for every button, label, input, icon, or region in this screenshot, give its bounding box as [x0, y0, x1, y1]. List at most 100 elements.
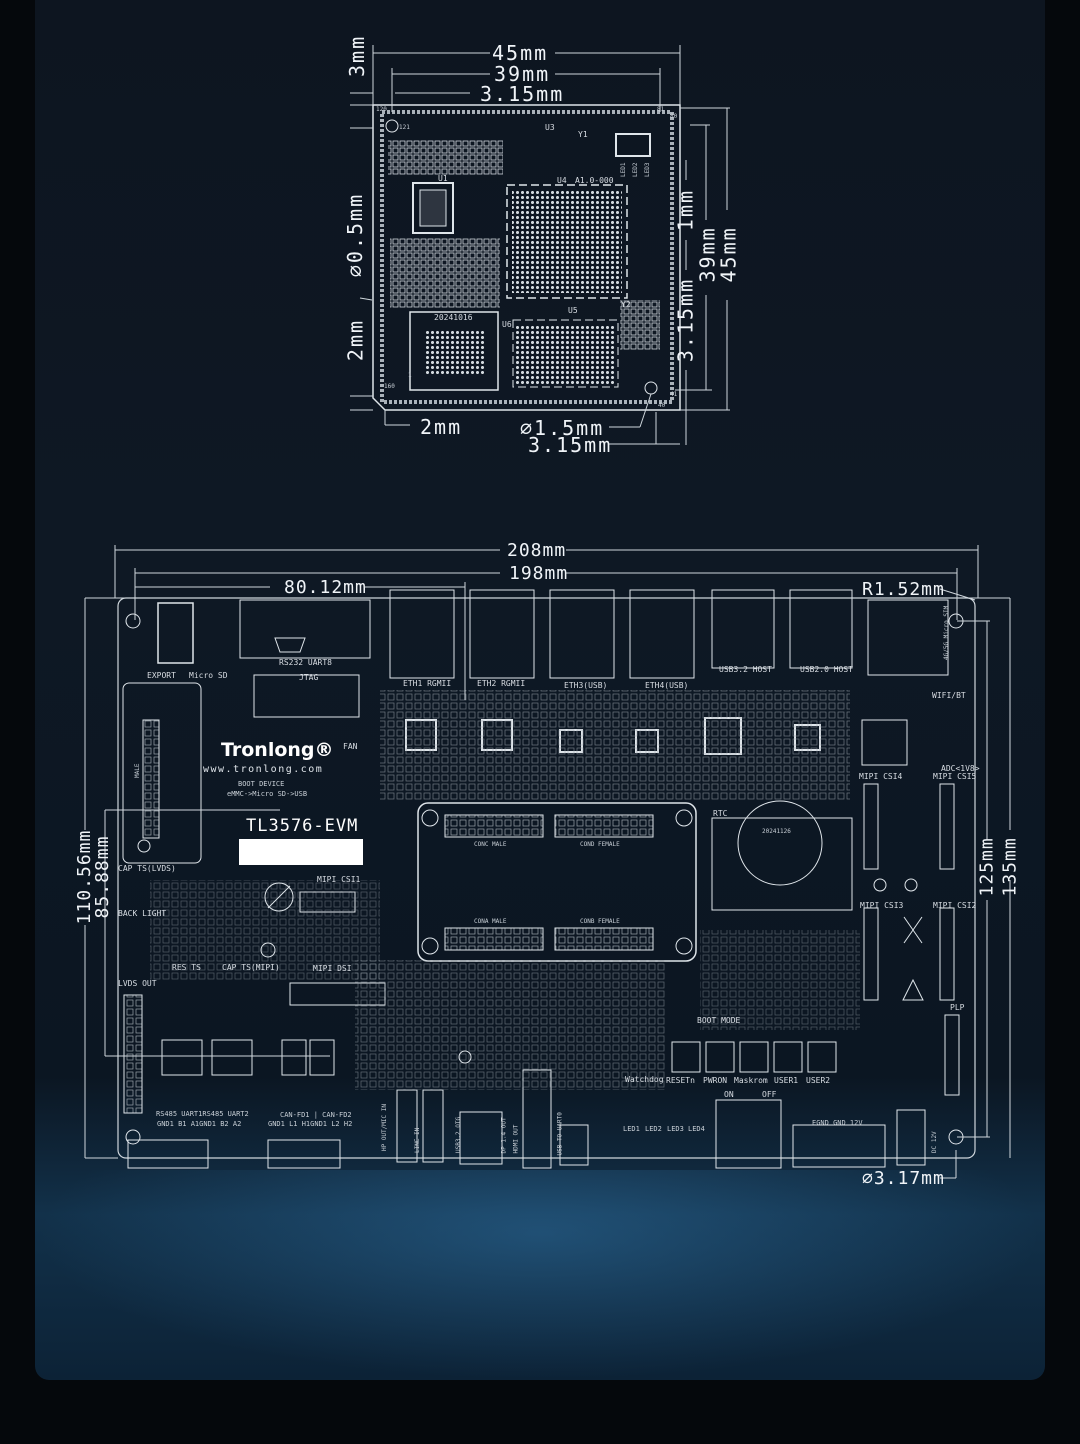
- pin-121: 121: [399, 124, 410, 131]
- label-mipi-csi2: MIPI CSI2: [933, 901, 977, 910]
- label-eth1: ETH1 RGMII: [403, 679, 452, 688]
- dim-3-15mm-top: 3.15mm: [480, 82, 565, 106]
- pin-41: 41: [670, 391, 678, 398]
- label-u3: U3: [545, 123, 555, 132]
- label-can-pins: GND1 L1 H1GND1 L2 H2: [268, 1120, 353, 1128]
- label-pwron-button[interactable]: PWRON: [703, 1076, 728, 1085]
- label-dp: DP 1.4 OUT: [500, 1117, 508, 1154]
- label-usb20-host: USB2.0 HOST: [800, 665, 853, 674]
- label-u6: U6: [502, 320, 512, 329]
- label-mipi-dsi: MIPI DSI: [313, 964, 352, 973]
- label-jtag: JTAG: [299, 673, 319, 682]
- label-back-light: BACK LIGHT: [118, 909, 167, 918]
- label-can: CAN-FD1 | CAN-FD2: [280, 1111, 352, 1119]
- brand-url: www.tronlong.com: [203, 764, 324, 775]
- pin-40: 40: [658, 402, 666, 409]
- dim-80-12mm: 80.12mm: [284, 577, 367, 598]
- dim-3mm: 3mm: [345, 34, 369, 77]
- label-y1: Y1: [578, 130, 588, 139]
- label-conb-female: CONB FEMALE: [580, 918, 620, 925]
- label-cond-female: COND FEMALE: [580, 841, 620, 848]
- pin-1: 1: [408, 372, 412, 379]
- dim-2mm-left: 2mm: [343, 318, 368, 362]
- label-adc: ADC<1V8>: [941, 764, 980, 773]
- label-power-terminal: EGND GND 12V: [812, 1119, 863, 1127]
- dim-135mm: 135mm: [999, 837, 1021, 897]
- label-version: A1.0-000: [575, 176, 614, 185]
- model-name: TL3576-EVM: [246, 816, 359, 836]
- label-led1: LED1: [620, 162, 627, 177]
- dim-125mm: 125mm: [976, 837, 998, 897]
- label-mipi-csi3: MIPI CSI3: [860, 901, 904, 910]
- label-usb32-host: USB3.2 HOST: [719, 665, 772, 674]
- label-led2: LED2: [632, 162, 639, 177]
- label-sim: 4G/5G Micro SIM: [943, 605, 950, 660]
- label-y2: Y2: [621, 300, 631, 309]
- label-watchdog: Watchdog: [625, 1075, 664, 1084]
- brand-logo: Tronlong®: [221, 739, 334, 761]
- label-u4: U4: [557, 176, 567, 185]
- label-boot-mode: BOOT MODE: [697, 1016, 741, 1025]
- boot-device-label: BOOT DEVICE: [238, 780, 285, 788]
- som-module-board: [372, 104, 681, 411]
- background-glow: [35, 1170, 1045, 1380]
- dim-r1-52mm: R1.52mm: [862, 579, 945, 600]
- label-switch-on: ON: [724, 1090, 734, 1099]
- pin-80: 80: [670, 113, 678, 120]
- dim-45mm-vertical: 45mm: [716, 226, 741, 283]
- dim-hole-1-5mm: ∅1.5mm: [520, 416, 605, 440]
- label-hdmi: HDMI OUT: [512, 1124, 520, 1154]
- label-mipi-csi1: MIPI CSI1: [317, 875, 361, 884]
- label-date: 20241016: [434, 313, 473, 322]
- label-led3: LED3: [667, 1125, 684, 1133]
- label-conc-male: CONC MALE: [474, 841, 507, 848]
- label-reset-button[interactable]: RESETn: [666, 1076, 695, 1085]
- label-eth2: ETH2 RGMII: [477, 679, 526, 688]
- label-led2: LED2: [645, 1125, 662, 1133]
- label-maskrom-button[interactable]: Maskrom: [734, 1076, 768, 1085]
- dim-39mm-vertical: 39mm: [695, 226, 720, 283]
- som-dimension-lines: [350, 45, 730, 445]
- dim-45mm: 45mm: [492, 41, 549, 65]
- label-male: MALE: [134, 763, 141, 778]
- dim-1mm: 1mm: [673, 188, 698, 232]
- label-wifi-bt: WIFI/BT: [932, 691, 966, 700]
- dim-85-88mm: 85.88mm: [92, 835, 113, 919]
- dim-3-15mm-right: 3.15mm: [673, 277, 698, 363]
- pin-81: 81: [657, 106, 665, 113]
- carrier-dimension-lines: [84, 545, 1011, 1179]
- dim-hole-3-17mm: ∅3.17mm: [862, 1168, 945, 1189]
- carrier-board: [117, 589, 976, 1169]
- label-fan: FAN: [343, 742, 358, 751]
- label-user1-button[interactable]: USER1: [774, 1076, 799, 1085]
- label-dc-12v: DC 12V: [931, 1131, 938, 1153]
- label-rs485-pins: GND1 B1 A1GND1 B2 A2: [157, 1120, 242, 1128]
- label-mipi-csi4: MIPI CSI4: [859, 772, 903, 781]
- label-rs232: RS232 UART8: [279, 658, 332, 667]
- label-microsd: Micro SD: [189, 671, 228, 680]
- label-usb32-otg: USB3.2 OTG: [455, 1116, 462, 1153]
- label-cap-ts-lvds: CAP TS(LVDS): [118, 864, 176, 873]
- label-led4: LED4: [688, 1125, 705, 1133]
- blank-label-area: [239, 839, 363, 865]
- label-res-ts: RES TS: [172, 963, 201, 972]
- dim-39mm: 39mm: [494, 62, 551, 86]
- label-hp-out: HP OUT/MIC IN: [381, 1104, 388, 1151]
- label-export: EXPORT: [147, 671, 176, 680]
- label-rtc: RTC: [713, 809, 728, 818]
- label-led1: LED1: [623, 1125, 640, 1133]
- pin-160: 160: [384, 383, 395, 390]
- label-lvds-out: LVDS OUT: [118, 979, 157, 988]
- label-led3: LED3: [644, 162, 651, 177]
- label-eth3: ETH3(USB): [564, 681, 608, 690]
- label-plp: PLP: [950, 1003, 965, 1012]
- label-rs485: RS485 UART1RS485 UART2: [156, 1110, 249, 1118]
- label-line-in: LINE IN: [414, 1127, 421, 1153]
- label-user2-button[interactable]: USER2: [806, 1076, 831, 1085]
- label-switch-off: OFF: [762, 1090, 777, 1099]
- label-cap-ts-mipi: CAP TS(MIPI): [222, 963, 280, 972]
- label-eth4: ETH4(USB): [645, 681, 689, 690]
- dim-hole-0-5mm: ∅0.5mm: [343, 192, 367, 278]
- label-u1: U1: [438, 174, 448, 183]
